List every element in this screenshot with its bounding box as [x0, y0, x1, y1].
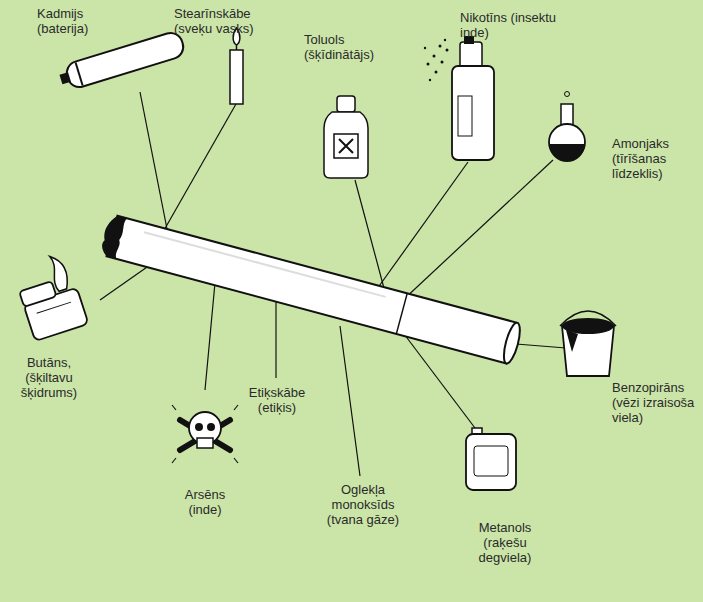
battery-icon: [57, 30, 186, 92]
bottle-icon: [324, 96, 368, 178]
chemical-label: Oglekļa monoksīds (tvana gāze): [322, 482, 404, 527]
cigarette: [99, 214, 523, 365]
candle-icon: [230, 28, 243, 104]
chemical-label: Amonjaks (tīrīšanas līdzeklis): [612, 136, 688, 181]
chemical-label: Arsēns (inde): [178, 487, 232, 517]
chemical-label: Etiķskābe (etiķis): [244, 385, 310, 415]
lighter-icon: [12, 252, 89, 342]
chemical-label: Benzopirāns (vēzi izraisoša viela): [612, 380, 703, 425]
chemical-label: Metanols (raķešu degviela): [473, 520, 537, 565]
skull-icon: [172, 405, 238, 463]
spray-can-icon: [424, 36, 494, 160]
chemical-label: Kadmijs (baterija): [37, 6, 103, 36]
leader-lines: [100, 92, 566, 476]
chemical-label: Stearīnskābe (sveķu vasks): [174, 6, 266, 36]
flask-icon: [549, 92, 585, 163]
fuel-can-icon: [466, 428, 516, 490]
paint-bucket-icon: [560, 311, 616, 376]
chemical-label: Butāns, (šķiltavu šķidrums): [14, 355, 84, 400]
chemical-label: Toluols (šķīdinātājs): [304, 32, 392, 62]
chemical-label: Nikotīns (insektu inde): [460, 10, 558, 40]
